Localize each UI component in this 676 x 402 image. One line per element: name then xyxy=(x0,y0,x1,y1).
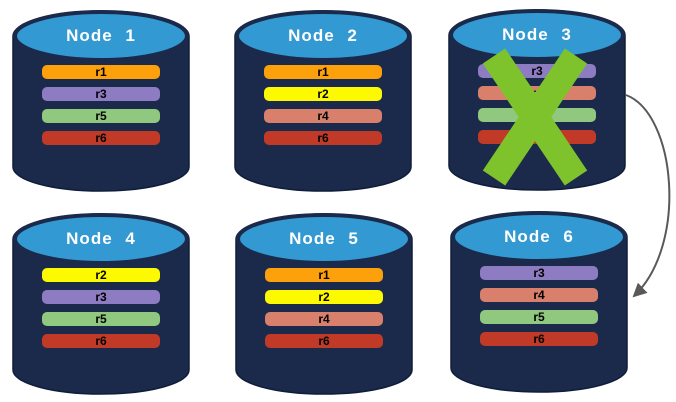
replica-label: r6 xyxy=(318,334,330,348)
replica-bar: r4 xyxy=(265,312,383,326)
replica-bar: r2 xyxy=(264,87,382,101)
replica-bar: r4 xyxy=(264,109,382,123)
replica-bar: r6 xyxy=(42,131,160,145)
database-cylinder-icon xyxy=(12,10,190,192)
replica-bar: r6 xyxy=(42,334,160,348)
replica-label: r4 xyxy=(317,109,329,123)
replica-label: r3 xyxy=(95,87,107,101)
replica-label: r3 xyxy=(531,64,543,78)
node-title: Node 5 xyxy=(289,229,359,248)
replica-list: r1 r3 r5 r6 xyxy=(42,65,160,153)
replica-label: r2 xyxy=(95,268,107,282)
cylinder-top xyxy=(13,213,189,265)
node-4: Node 4 r2 r3 r5 r6 xyxy=(12,212,190,396)
replica-bar: r2 xyxy=(42,268,160,282)
node-title: Node 4 xyxy=(66,229,136,248)
replica-bar: r4 xyxy=(480,288,598,302)
node-title: Node 2 xyxy=(288,26,358,45)
replica-bar: r3 xyxy=(42,87,160,101)
cylinder-top xyxy=(449,9,625,61)
replica-label: r6 xyxy=(95,131,107,145)
replica-label: r3 xyxy=(533,266,545,280)
node-5: Node 5 r1 r2 r4 r6 xyxy=(235,212,413,396)
database-cylinder-icon xyxy=(450,211,628,393)
replica-label: r1 xyxy=(95,65,107,79)
cylinder-top xyxy=(236,213,412,265)
replica-label: r3 xyxy=(95,290,107,304)
node-title: Node 3 xyxy=(502,25,572,44)
database-cylinder-icon xyxy=(235,213,413,395)
replica-label: r1 xyxy=(317,65,329,79)
replica-list: r1 r2 r4 r6 xyxy=(265,268,383,356)
replica-bar: r2 xyxy=(265,290,383,304)
replica-label: r6 xyxy=(317,131,329,145)
replica-bar: r1 xyxy=(264,65,382,79)
replica-bar: r1 xyxy=(42,65,160,79)
replica-label: r6 xyxy=(533,332,545,346)
node-2: Node 2 r1 r2 r4 r6 xyxy=(234,9,412,193)
replica-label: r6 xyxy=(95,334,107,348)
replica-label: r5 xyxy=(95,109,107,123)
replica-bar: r5 xyxy=(480,310,598,324)
replica-label: r5 xyxy=(533,310,545,324)
replica-bar: r6 xyxy=(264,131,382,145)
cylinder-top xyxy=(451,211,627,263)
replica-list: r2 r3 r5 r6 xyxy=(42,268,160,356)
arrow-curve xyxy=(625,94,671,298)
cylinder-top xyxy=(235,10,411,62)
node-title: Node 1 xyxy=(66,26,136,45)
replica-bar: r6 xyxy=(480,332,598,346)
replica-label: r1 xyxy=(318,268,330,282)
node-3: Node 3 r3 r4 r5 r6 xyxy=(448,8,626,192)
replica-list: r3 r4 r5 r6 xyxy=(480,266,598,354)
replica-bar: r3 xyxy=(480,266,598,280)
node-1: Node 1 r1 r3 r5 r6 xyxy=(12,9,190,193)
replica-list: r1 r2 r4 r6 xyxy=(264,65,382,153)
database-cylinder-icon xyxy=(234,10,412,192)
replica-label: r4 xyxy=(533,288,545,302)
replica-bar: r3 xyxy=(42,290,160,304)
database-cylinder-icon xyxy=(12,213,190,395)
replica-bar: r5 xyxy=(42,312,160,326)
replica-label: r5 xyxy=(95,312,107,326)
replica-label: r2 xyxy=(317,87,329,101)
replica-bar: r5 xyxy=(42,109,160,123)
cylinder-top xyxy=(13,10,189,62)
failure-x-icon xyxy=(482,48,588,186)
replica-label: r2 xyxy=(318,290,330,304)
node-title: Node 6 xyxy=(504,227,574,246)
replica-label: r4 xyxy=(318,312,330,326)
replica-bar: r1 xyxy=(265,268,383,282)
node-6: Node 6 r3 r4 r5 r6 xyxy=(450,210,628,394)
replica-bar: r6 xyxy=(265,334,383,348)
